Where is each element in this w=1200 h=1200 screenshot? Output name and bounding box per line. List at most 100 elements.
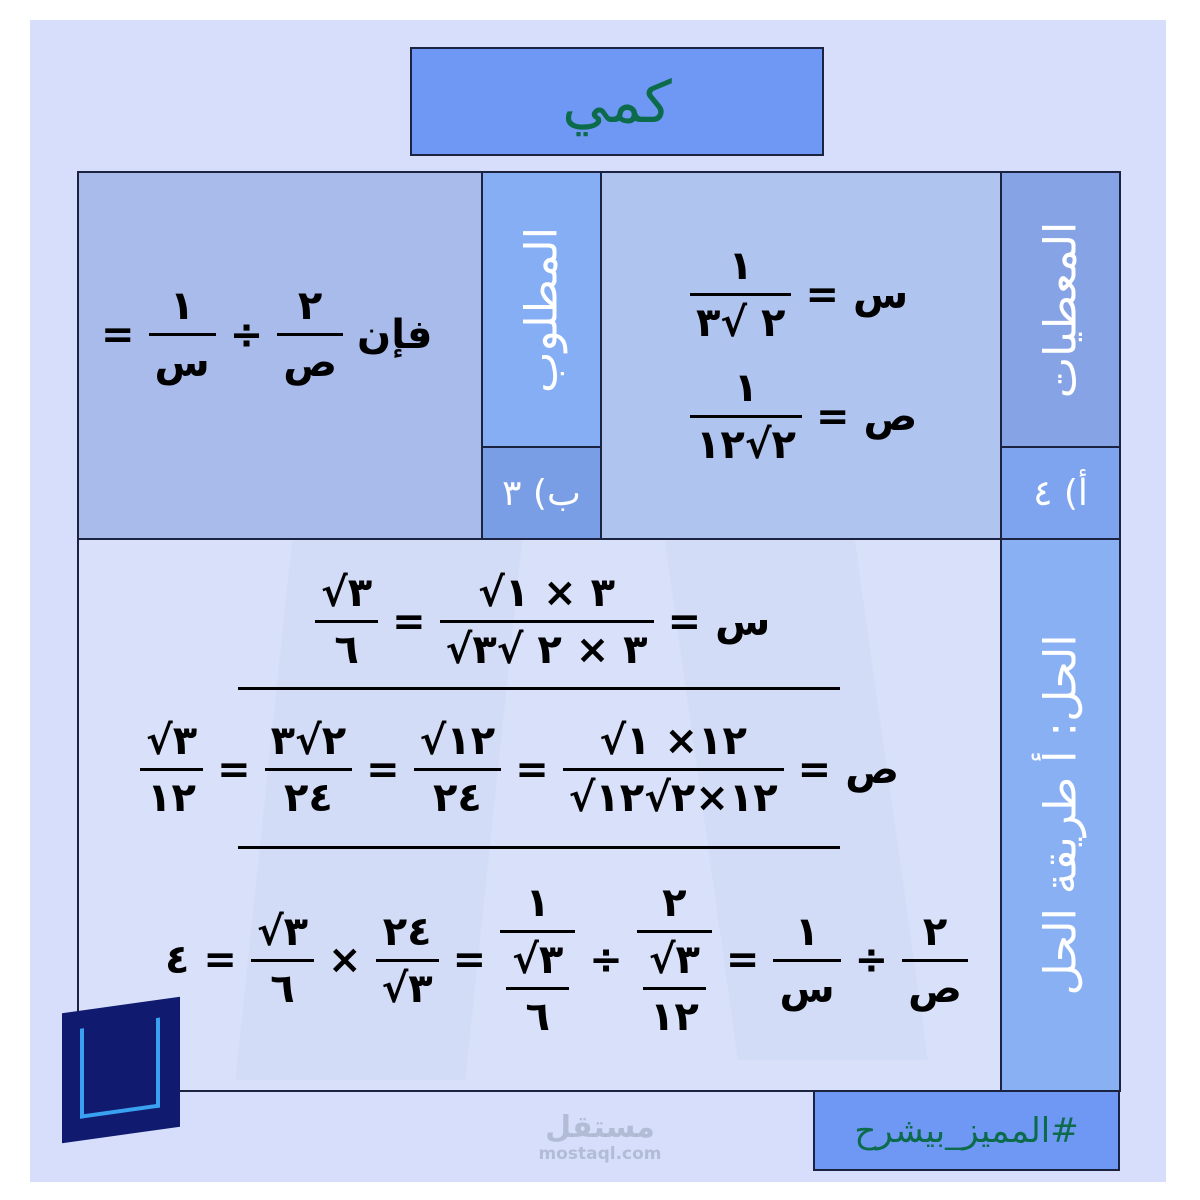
math-operator: ÷: [589, 937, 623, 983]
fraction: ٢٤√٣: [375, 909, 439, 1012]
math-operator: =: [805, 271, 839, 318]
denominator: ٦: [520, 994, 556, 1040]
fraction: ١ ٢ √٣: [690, 243, 792, 346]
math-term: ٢٤: [283, 775, 333, 821]
math-term: ١: [169, 283, 195, 329]
math-term: ص: [863, 393, 918, 440]
fraction-bar: [264, 768, 353, 771]
math-term: ٢: [922, 908, 948, 955]
math-term: ٢: [662, 880, 687, 926]
math-term: س: [852, 271, 909, 318]
fraction-bar: [375, 958, 439, 962]
math-term: √٣: [381, 965, 433, 1012]
divider: [238, 846, 840, 849]
math-term: ٢: [297, 283, 323, 329]
numerator: ٢: [656, 880, 692, 926]
denominator: √١٢×٢√١٢: [563, 775, 784, 821]
math-operator: ×: [328, 937, 362, 983]
math-operator: √١٢× ١: [599, 718, 747, 764]
math-term: ٢٤: [433, 775, 482, 821]
given-equation-x: ١ ٢ √٣ = س: [690, 243, 908, 346]
math-term: ص: [283, 340, 338, 386]
logo: [62, 996, 180, 1144]
numerator: ١: [728, 365, 764, 411]
math-term: ص: [908, 965, 962, 1012]
required-label-cell: المطلوب: [481, 171, 602, 448]
denominator: س: [149, 340, 216, 386]
watermark-latin: mostaql.com: [538, 1144, 662, 1164]
denominator: ٢٤: [427, 775, 488, 821]
math-term: ١: [728, 243, 753, 289]
math-term: √١٢: [419, 718, 496, 764]
math-term: ١٢: [649, 994, 699, 1040]
math-operator: =: [725, 937, 760, 983]
numerator: √٣: [315, 570, 378, 616]
fraction: ١ ٢√١٢: [690, 365, 802, 468]
option-a-cell: أ) ٤: [1000, 446, 1121, 540]
numerator: √٣: [506, 937, 569, 983]
fraction-bar: [439, 620, 654, 623]
given-equation-y: ١ ٢√١٢ = ص: [690, 365, 917, 468]
fraction-bar: [690, 293, 792, 296]
math-operator: =: [667, 598, 702, 645]
denominator: ٢٤: [278, 775, 339, 821]
math-term: ٢√٣: [270, 718, 347, 764]
math-term: ١: [525, 880, 550, 926]
math-operator: =: [203, 937, 237, 983]
math-operator: =: [515, 746, 549, 793]
divider: [238, 687, 840, 690]
fraction-bar: [413, 768, 502, 771]
denominator: س: [773, 966, 840, 1012]
math-operator: √١٢×٢√١٢: [568, 775, 778, 821]
math-term: √٣: [321, 570, 373, 616]
math-term: ص: [845, 746, 899, 793]
math-operator: =: [452, 937, 487, 983]
denominator: ص: [902, 966, 968, 1012]
math-operator: =: [217, 746, 251, 793]
book-icon: [80, 1017, 160, 1119]
numerator: √٣: [251, 909, 314, 955]
math-term: ٦: [334, 627, 359, 673]
math-operator: √٣ × ١: [478, 570, 616, 616]
fraction-bar: [642, 987, 706, 990]
math-operator: √٣ × ٢ √٣: [445, 627, 648, 673]
math-operator: =: [815, 393, 850, 440]
numerator: √٣: [643, 937, 706, 983]
denominator: ٢√١٢: [690, 422, 802, 468]
math-term: ٤: [165, 937, 190, 983]
numerator: √١٢× ١: [593, 718, 752, 764]
math-operator: =: [101, 311, 135, 358]
fraction-bar: [277, 333, 344, 336]
math-operator: =: [366, 746, 400, 793]
numerator: √٣: [140, 718, 203, 764]
hashtag: #المميز_بيشرح: [813, 1090, 1120, 1171]
numerator: ٢: [917, 909, 953, 955]
fraction-bar: [902, 958, 968, 962]
denominator: √٣: [376, 966, 439, 1012]
fraction-bar: [315, 620, 379, 623]
denominator: ٢ √٣: [690, 300, 791, 346]
fraction-bar: [148, 333, 216, 336]
math-term: ١: [794, 908, 820, 955]
math-term: √٣: [512, 937, 564, 983]
watermark-arabic: مستقل: [545, 1110, 655, 1145]
givens-equation-cell: ١ ٢ √٣ = س ١ ٢√١٢ = ص: [600, 171, 1002, 540]
math-term: √٣: [648, 937, 700, 983]
math-term: ٢ √٣: [696, 300, 786, 346]
